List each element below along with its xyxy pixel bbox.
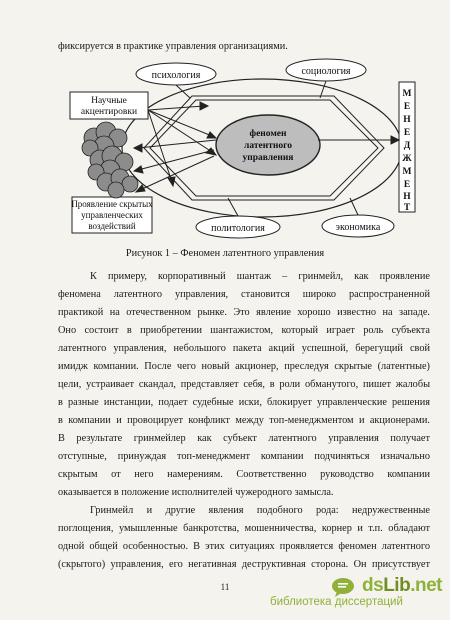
paragraph-line: (скрытого) управления, его негативная де… bbox=[58, 559, 430, 570]
management-label: М Е Н Е Д Ж М Е Н Т bbox=[402, 89, 412, 213]
manifestation-label-3: воздействий bbox=[88, 221, 135, 231]
scientific-label-2: акцентировки bbox=[81, 107, 137, 117]
paragraph-line: одной общей особенностью. В этих ситуаци… bbox=[58, 541, 430, 552]
cloud-shapes bbox=[81, 121, 139, 199]
paragraph-line: В результате гринмейлер как субъект лате… bbox=[58, 433, 430, 444]
svg-text:М: М bbox=[403, 167, 412, 177]
svg-text:Е: Е bbox=[404, 102, 410, 112]
svg-text:Е: Е bbox=[404, 128, 410, 138]
watermark-brand-net: .net bbox=[410, 575, 442, 596]
paragraph-line: латентного управления, небольшого пакета… bbox=[58, 343, 430, 354]
center-label-1: феномен bbox=[250, 128, 288, 139]
svg-text:Ж: Ж bbox=[402, 154, 412, 164]
politology-label: политология bbox=[211, 223, 265, 234]
paragraph-line: практикой на отечественном рынке. Это яв… bbox=[58, 307, 430, 318]
figure-caption: Рисунок 1 – Феномен латентного управлени… bbox=[125, 248, 325, 259]
paragraph-line: отступные, принуждая топ-менеджмент комп… bbox=[58, 451, 430, 462]
paragraph-line: Гринмейл и другие явления подобного рода… bbox=[90, 505, 430, 516]
paragraph-line: цели, устраивает скандал, представляет с… bbox=[58, 379, 430, 390]
paragraph-line: в разные инстанции, подает судебные иски… bbox=[58, 397, 430, 408]
latent-management-diagram: психология социология политология эконом… bbox=[69, 58, 416, 239]
watermark-brand[interactable]: dsLib.net bbox=[362, 575, 442, 597]
economics-label: экономика bbox=[336, 222, 381, 233]
watermark-brand-lib: Lib bbox=[383, 575, 411, 596]
svg-text:Д: Д bbox=[404, 141, 411, 151]
arrows bbox=[132, 80, 401, 217]
svg-text:Е: Е bbox=[404, 180, 410, 190]
center-label-3: управления bbox=[243, 153, 294, 163]
sociology-label: социология bbox=[301, 66, 350, 77]
paragraph-line: К примеру, корпоративный шантаж – гринме… bbox=[90, 271, 430, 282]
svg-text:М: М bbox=[403, 89, 412, 99]
center-label-2: латентного bbox=[244, 141, 292, 151]
manifestation-label-2: управленческих bbox=[81, 210, 143, 220]
paragraph-line: скрытым от него намерениям. Соответствен… bbox=[58, 469, 430, 480]
dslib-logo-icon bbox=[332, 578, 354, 597]
diamond-outer bbox=[143, 95, 385, 201]
diamond-inner bbox=[149, 99, 379, 197]
paragraph-line: поглощения, умышленные банкротства, моше… bbox=[58, 523, 430, 534]
paragraph-line: оказывается в положение исполнителей чуж… bbox=[58, 487, 334, 498]
manifestation-label-1: Проявление скрытых bbox=[71, 199, 153, 209]
center-ellipse bbox=[215, 114, 321, 176]
scientific-label-1: Научные bbox=[91, 96, 127, 106]
paragraph-line: в компании и провоцирует конфликт между … bbox=[58, 415, 430, 426]
svg-text:Т: Т bbox=[404, 203, 411, 213]
svg-text:Н: Н bbox=[403, 115, 411, 125]
paragraph-line: Оно состоит в приобретении шантажистом, … bbox=[58, 325, 430, 336]
svg-text:Н: Н bbox=[403, 192, 411, 202]
watermark-brand-ds: ds bbox=[362, 575, 384, 596]
top-line: фиксируется в практике управления органи… bbox=[58, 41, 288, 52]
watermark-subtitle: библиотека диссертаций bbox=[270, 596, 403, 608]
paragraph-line: имидж компании. После чего новый акционе… bbox=[58, 361, 430, 372]
paragraph-line: феномена латентного управления, становит… bbox=[58, 289, 430, 300]
psychology-label: психология bbox=[152, 70, 201, 81]
page-number: 11 bbox=[220, 582, 230, 592]
